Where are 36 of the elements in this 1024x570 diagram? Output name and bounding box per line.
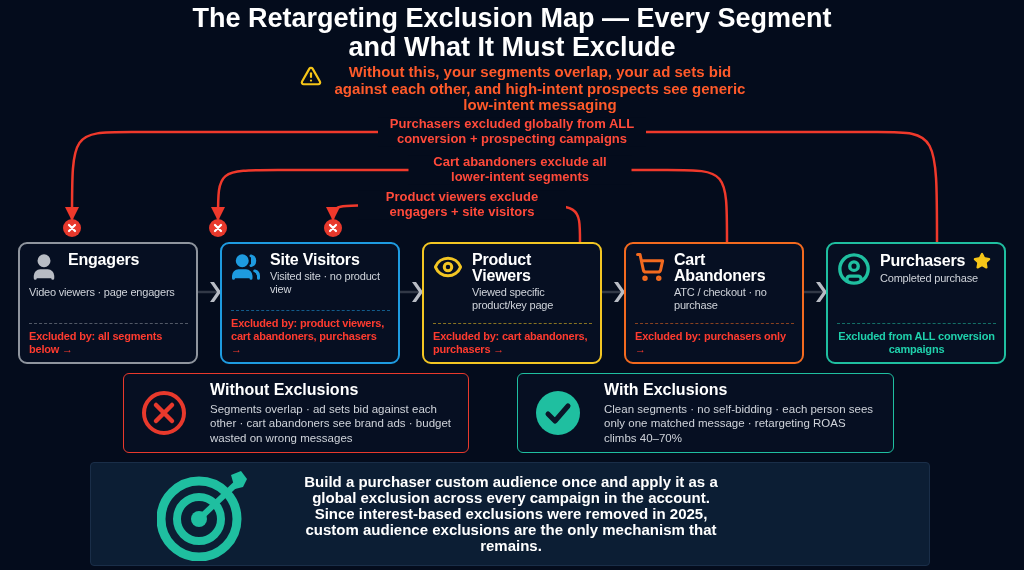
panel-title: With Exclusions <box>604 380 729 399</box>
card-title: Cart Abandoners <box>674 252 767 284</box>
info-banner <box>90 462 930 566</box>
card-title: Product Viewers <box>472 252 533 284</box>
comparison-panel <box>123 373 469 453</box>
page-title: The Retargeting Exclusion Map — Every Segment and What It Must Exclude <box>191 4 833 63</box>
exclusion-note: Excluded by: purchasers only → <box>635 330 787 356</box>
panel-description: Segments overlap · ad sets bid against each other · cart abandoners see brand ads · budget wasted on wrong messages <box>210 401 453 446</box>
card-description: Viewed specific product/key page <box>472 286 555 313</box>
exclusion-note: Excluded from ALL conversion campaigns <box>837 330 996 356</box>
segment-card <box>624 242 804 364</box>
x-mark-circle <box>63 219 81 237</box>
segment-card <box>220 242 400 364</box>
edge-label: Cart abandoners exclude all lower-intent segments <box>408 155 632 185</box>
card-description: ATC / checkout · no purchase <box>674 286 768 313</box>
panel-title: Without Exclusions <box>210 380 360 399</box>
banner-text: Build a purchaser custom audience once and apply it as a global exclusion across every campaign in the account. Since interest-based exclusions were removed in 2025, custom audience exclusions are the only mechanism that remains. <box>303 473 719 555</box>
comparison-panel <box>517 373 894 453</box>
x-mark-circle <box>324 219 342 237</box>
card-title: Engagers <box>68 252 140 268</box>
card-description: Video viewers · page engagers <box>29 286 176 300</box>
panel-description: Clean segments · no self-bidding · each person sees only one matched message · retargeting ROAS climbs 40–70% <box>604 401 875 446</box>
edge-label: Product viewers exclude engagers + site visitors <box>358 190 566 220</box>
segment-card <box>422 242 602 364</box>
card-description: Visited site · no product view <box>270 270 381 297</box>
x-mark-circle <box>209 219 227 237</box>
exclusion-note: Excluded by: cart abandoners, purchasers → <box>433 330 589 356</box>
exclusion-note: Excluded by: all segments below → <box>29 330 164 356</box>
segment-card <box>18 242 198 364</box>
warning-text: Without this, your segments overlap, your ad sets bid against each other, and high-intent prospects see generic low-intent messaging <box>333 64 747 114</box>
card-description: Completed purchase <box>880 272 979 286</box>
edge-label: Purchasers excluded globally from ALL conversion + prospecting campaigns <box>378 117 646 147</box>
exclusion-note: Excluded by: product viewers, cart abandoners, purchasers → <box>231 317 386 356</box>
card-title: Purchasers <box>880 253 966 269</box>
segment-card <box>826 242 1006 364</box>
card-title: Site Visitors <box>270 252 360 268</box>
